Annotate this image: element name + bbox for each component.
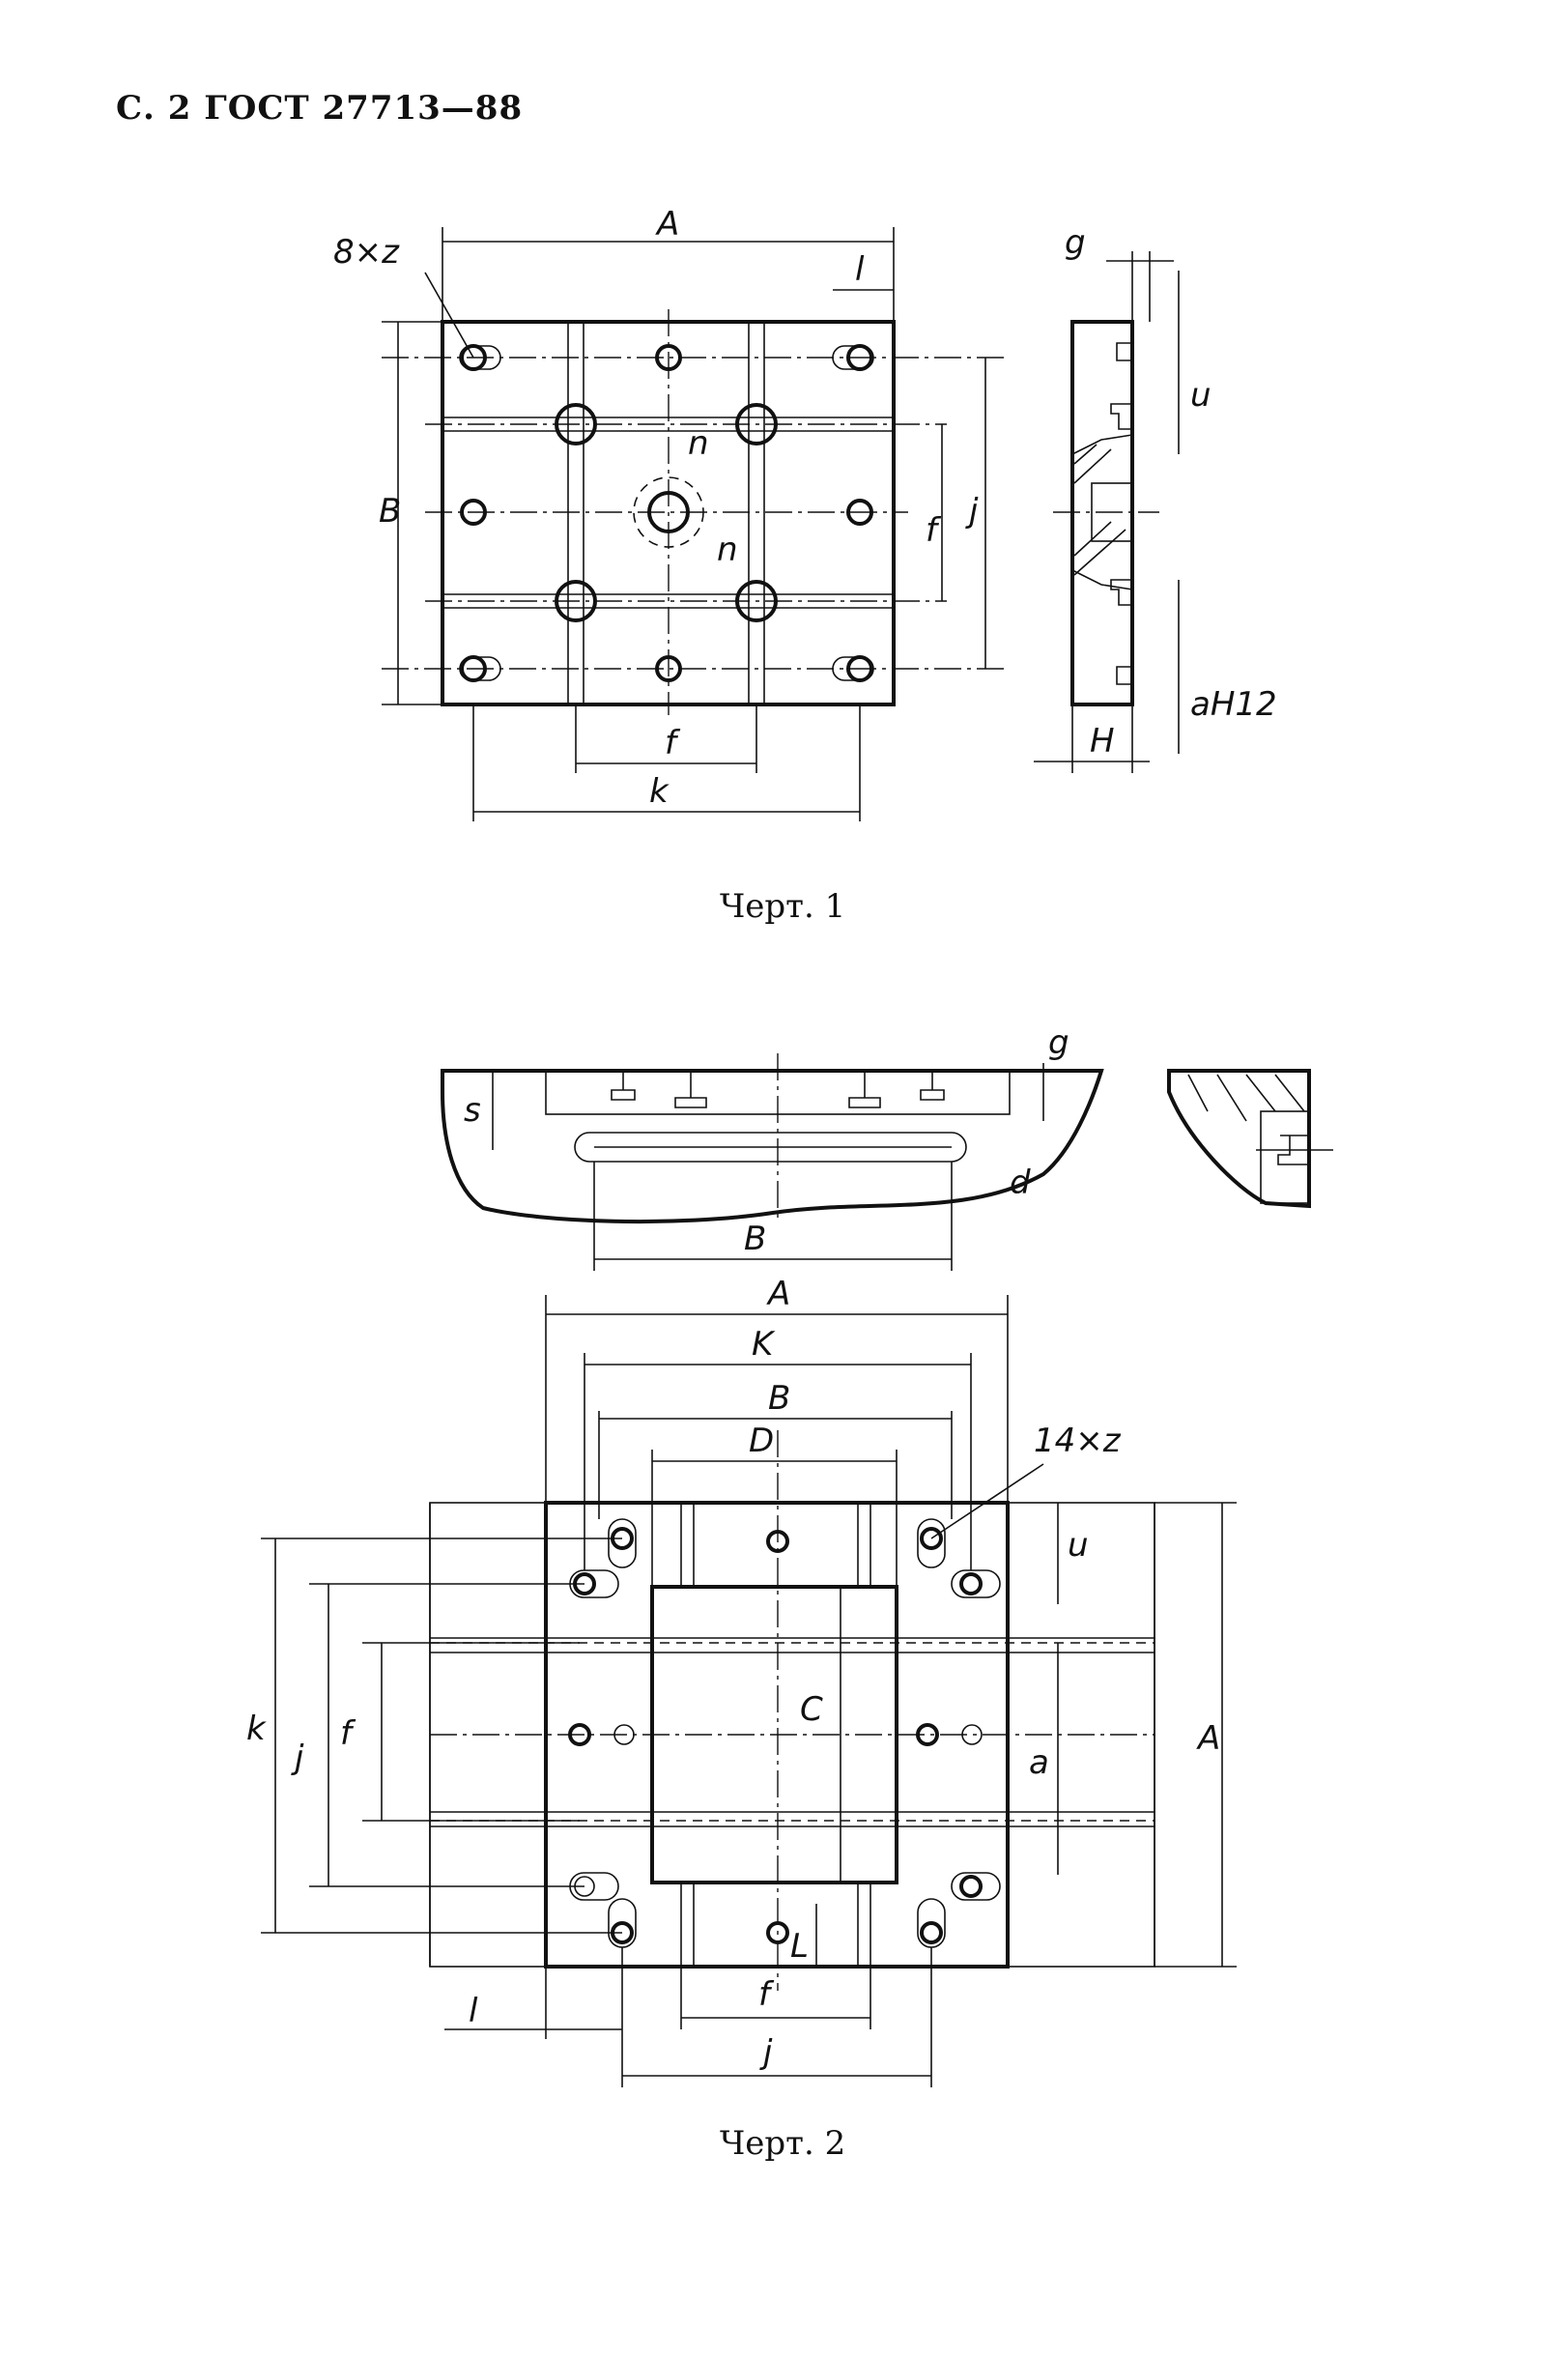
fig1-label-k: k (649, 772, 670, 811)
fig2-label-C: C (800, 1690, 823, 1729)
fig2-top-view: s g d B (441, 1023, 1104, 1271)
fig1-dim-f: f (575, 704, 757, 773)
fig2-label-A-right: A (1196, 1719, 1220, 1758)
fig2-label-z: 14×z (1034, 1422, 1122, 1460)
fig1-z-leader: 8×z (333, 233, 474, 359)
fig2-label-u: u (1068, 1526, 1089, 1565)
fig2-label-j-bottom: j (759, 2033, 773, 2072)
fig2-label-L: L (790, 1927, 809, 1966)
fig2-dimensions: A K B D 14×z u C a (246, 1275, 1237, 2087)
fig2-label-B-top: B (744, 1220, 766, 1258)
fig2-label-D: D (749, 1422, 774, 1460)
fig1-central-hole-dashed (633, 476, 704, 548)
fig1-dim-k: k (472, 704, 861, 821)
fig1-large-holes (555, 403, 778, 622)
figure-1: A l 8×z B n n f j (333, 205, 1277, 821)
fig2-label-d: d (1010, 1164, 1031, 1202)
fig1-label-n2: n (717, 531, 738, 569)
fig1-dim-f-j-vertical: f j (926, 358, 986, 669)
fig2-label-f-bottom: f (758, 1975, 775, 2014)
fig2-label-g: g (1048, 1023, 1069, 1062)
fig2-label-k: k (246, 1710, 267, 1748)
fig1-label-u: u (1190, 376, 1212, 415)
fig1-label-g: g (1065, 223, 1086, 262)
fig1-side-view: g u aH12 H (1034, 223, 1277, 773)
fig1-label-f: f (665, 724, 681, 762)
fig1-label-aH12: aH12 (1190, 685, 1277, 724)
fig1-label-f-vertical: f (926, 511, 942, 550)
fig1-label-H: H (1090, 722, 1115, 761)
fig1-dim-A: A (442, 205, 895, 322)
fig2-label-f-left: f (340, 1714, 356, 1753)
fig1-label-B: B (379, 492, 401, 531)
fig2-plan-view (429, 1430, 1155, 1991)
fig1-label-z: 8×z (333, 233, 400, 272)
fig2-label-l: l (469, 1992, 478, 2030)
fig1-corner-slots (459, 345, 874, 681)
fig1-central-hole (647, 491, 690, 533)
fig2-corner-detail (1167, 1069, 1333, 1209)
fig1-dim-B: B (379, 321, 442, 705)
fig1-small-holes (460, 344, 873, 682)
fig2-label-j-left: j (291, 1739, 304, 1777)
fig1-dim-l: l (833, 250, 894, 291)
fig2-label-s: s (464, 1091, 481, 1130)
fig2-label-B: B (768, 1379, 790, 1418)
fig1-label-l: l (855, 250, 865, 289)
fig1-label-j-vertical: j (965, 492, 979, 531)
page-header: С. 2 ГОСТ 27713—88 (116, 89, 524, 128)
fig1-label-A: A (655, 205, 679, 244)
fig2-label-a: a (1029, 1743, 1049, 1782)
figure-1-caption: Черт. 1 (720, 887, 846, 926)
fig2-label-K: K (752, 1325, 776, 1364)
fig1-vertical-slots (567, 322, 765, 704)
figure-2: s g d B (246, 1023, 1333, 2087)
fig2-label-A-top: A (766, 1275, 790, 1313)
fig1-label-n1: n (688, 424, 709, 463)
figure-2-caption: Черт. 2 (720, 2124, 846, 2163)
